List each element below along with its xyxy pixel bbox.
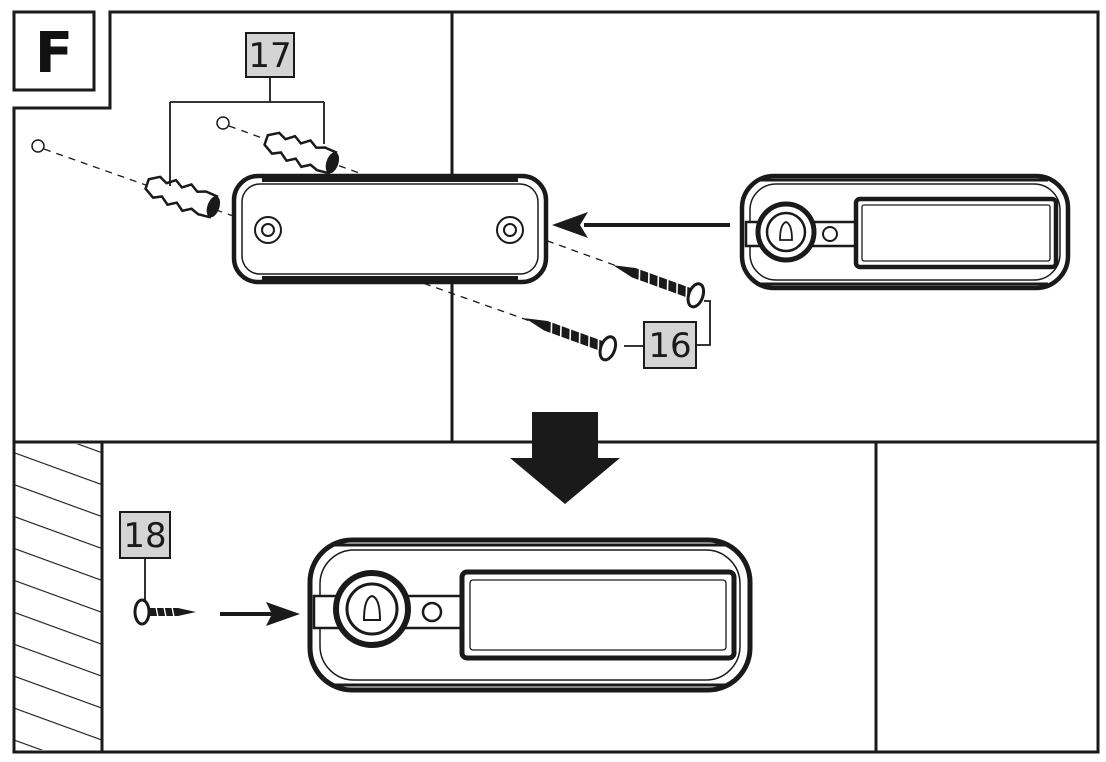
back-plate [231,173,549,285]
wall-plug-left [144,175,221,219]
doorbell-unit-top [739,173,1071,291]
wall-plug-right [263,131,340,175]
screw-lower [525,318,618,362]
callout-16: 16 [624,300,711,369]
doorbell-unit-bottom [307,537,753,693]
arrow-right [220,602,300,626]
doorbell-button-bottom [333,570,411,648]
callout-17: 17 [169,32,325,186]
drill-hole-right [216,116,230,130]
arrow-left [552,212,730,238]
step-label-box: F [12,10,96,92]
doorbell-screw-hole-top [822,226,838,242]
screw-upper [613,265,706,309]
wall-hatch [14,444,102,750]
arrow-down [510,412,620,504]
doorbell-name-plate-bottom [459,569,737,661]
doorbell-name-plate-top [853,196,1059,270]
callout-18: 18 [119,511,171,600]
doorbell-screw-hole-bottom [421,601,443,623]
callout-17-label: 17 [248,36,291,76]
back-plate-hole-right [496,216,524,244]
step-letter: F [35,21,73,86]
doorbell-button-top [755,201,817,263]
back-plate-hole-left [254,216,282,244]
callout-18-label: 18 [123,516,166,556]
drill-hole-left [31,139,45,153]
screw-small [133,598,196,626]
callout-16-label: 16 [648,326,691,366]
